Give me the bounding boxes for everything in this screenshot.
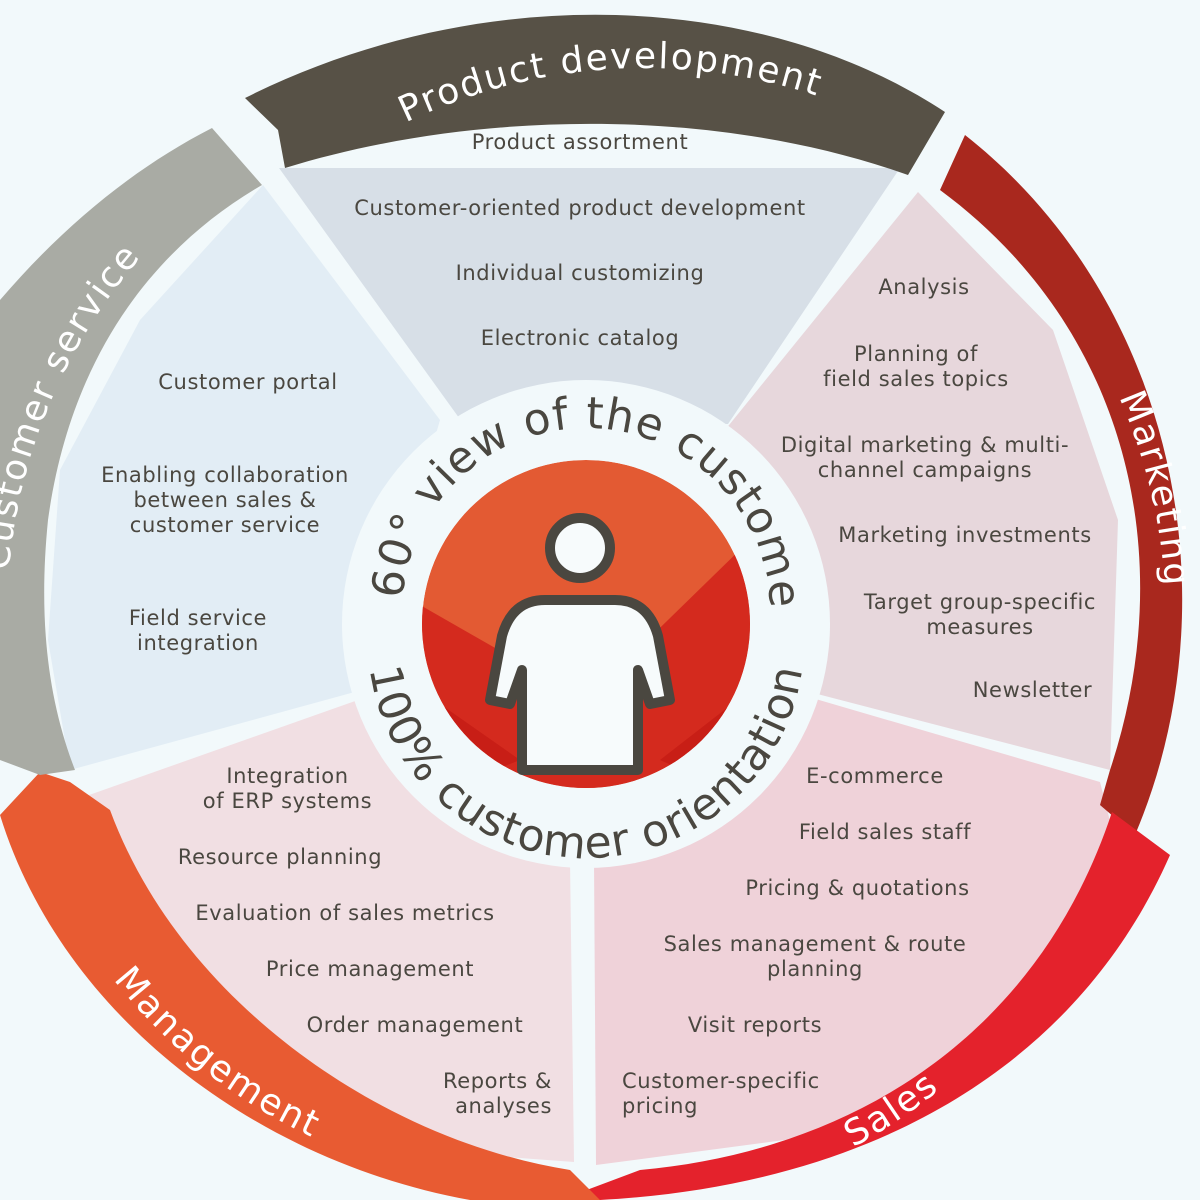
service-item-enabling-collaboration: Enabling collaboration between sales & c… xyxy=(101,463,349,537)
ring-arrow-sales xyxy=(560,812,1170,1200)
product-item-assortment: Product assortment xyxy=(471,130,689,154)
management-item-price-management: Price management xyxy=(265,957,475,981)
ring-arrow-marketing xyxy=(940,135,1183,835)
sales-item-field-sales-staff: Field sales staff xyxy=(798,820,972,844)
marketing-item-newsletter: Newsletter xyxy=(972,678,1093,702)
ring-arrow-product-development xyxy=(245,14,945,176)
sales-item-visit-reports: Visit reports xyxy=(687,1013,823,1037)
sales-item-pricing-quotations: Pricing & quotations xyxy=(745,876,970,900)
customer-person-icon xyxy=(485,513,675,775)
management-item-resource-planning: Resource planning xyxy=(177,845,383,869)
ring-label-marketing: Marketing xyxy=(1111,385,1197,589)
marketing-item-target-group-measures: Target group-specific measures xyxy=(863,590,1097,639)
sales-item-management-route-planning: Sales management & route planning xyxy=(663,932,967,981)
management-item-sales-metrics: Evaluation of sales metrics xyxy=(195,901,495,925)
sales-item-customer-specific-pricing: Customer-specific pricing xyxy=(622,1069,820,1118)
segment-product-development xyxy=(279,168,900,424)
sales-item-e-commerce: E-commerce xyxy=(806,764,944,788)
segment-customer-service xyxy=(48,185,440,770)
ring-arrow-customer-service xyxy=(0,128,262,775)
management-item-erp-integration: Integration of ERP systems xyxy=(202,764,373,813)
service-item-customer-portal: Customer portal xyxy=(158,370,338,394)
management-item-reports-analyses: Reports & analyses xyxy=(442,1069,552,1118)
management-item-order-management: Order management xyxy=(306,1013,524,1037)
marketing-item-investments: Marketing investments xyxy=(838,523,1092,547)
product-item-individual-customizing: Individual customizing xyxy=(455,261,705,285)
product-item-electronic-catalog: Electronic catalog xyxy=(480,326,680,350)
marketing-item-planning-field-sales: Planning of field sales topics xyxy=(823,342,1009,391)
marketing-item-digital-marketing: Digital marketing & multi- channel campa… xyxy=(780,433,1070,482)
ring-arrow-management xyxy=(0,772,600,1200)
product-item-customer-oriented-development: Customer-oriented product development xyxy=(354,196,806,220)
service-item-field-service-integration: Field service integration xyxy=(128,606,268,655)
marketing-item-analysis: Analysis xyxy=(878,275,970,299)
